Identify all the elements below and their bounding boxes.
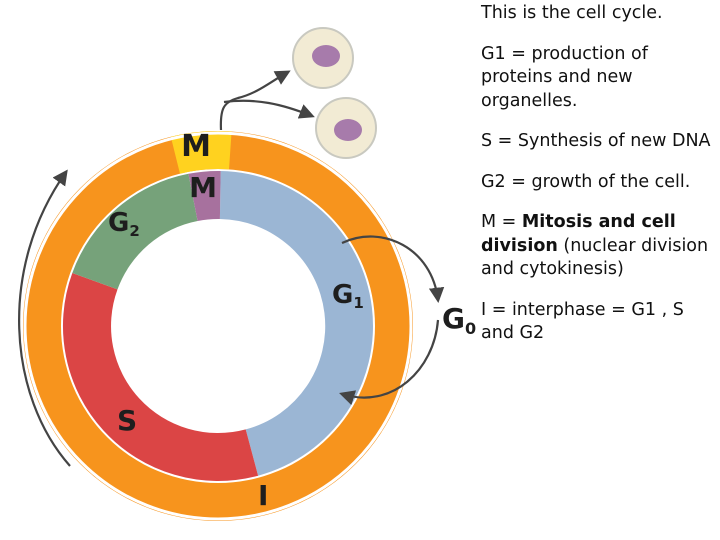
s-description: S = Synthesis of new DNA (481, 131, 711, 151)
explanation-text: This is the cell cycle. G1 = production … (481, 2, 716, 363)
g1-phase-segment (219, 171, 374, 476)
ring-separator (23, 131, 413, 521)
mitosis-outer-label: M (181, 129, 211, 164)
nucleus (312, 45, 340, 67)
mitosis-inner-segment (188, 170, 221, 221)
division-arrow-upper (219, 70, 291, 131)
mitosis-inner-label: M (189, 171, 217, 204)
g0-exit-arrow (341, 235, 445, 304)
m-description: M = Mitosis and cell division (nuclear d… (481, 211, 716, 282)
g1-label: G1 (332, 280, 364, 312)
s-phase-label: S (117, 404, 137, 437)
g1-description: G1 = production of proteins and new orga… (481, 43, 648, 111)
intro-text: This is the cell cycle. (481, 3, 663, 23)
m-prefix: M = (481, 212, 522, 232)
g2-description: G2 = growth of the cell. (481, 171, 691, 192)
mitosis-outer-segment (170, 131, 232, 174)
cycle-direction-arrow (18, 169, 71, 467)
interphase-label: I (258, 479, 268, 512)
g2-label: G2 (108, 208, 140, 240)
nucleus (334, 119, 362, 141)
s-phase-segment (62, 273, 259, 481)
m-rest: (nuclear division and cytokinesis) (481, 235, 709, 280)
g0-return-arrow (339, 319, 440, 406)
division-arrow-lower (223, 99, 315, 119)
g0-label: G0 (442, 302, 476, 338)
g2-phase-segment (72, 173, 198, 290)
daughter-cell-1 (292, 27, 354, 89)
m-bold-term: Mitosis and cell division (481, 212, 676, 256)
daughter-cell-2 (315, 97, 377, 159)
i-description: I = interphase = G1 , S and G2 (481, 299, 684, 344)
cell-cycle-diagram: M M G2 G1 S I G0 (18, 27, 476, 521)
